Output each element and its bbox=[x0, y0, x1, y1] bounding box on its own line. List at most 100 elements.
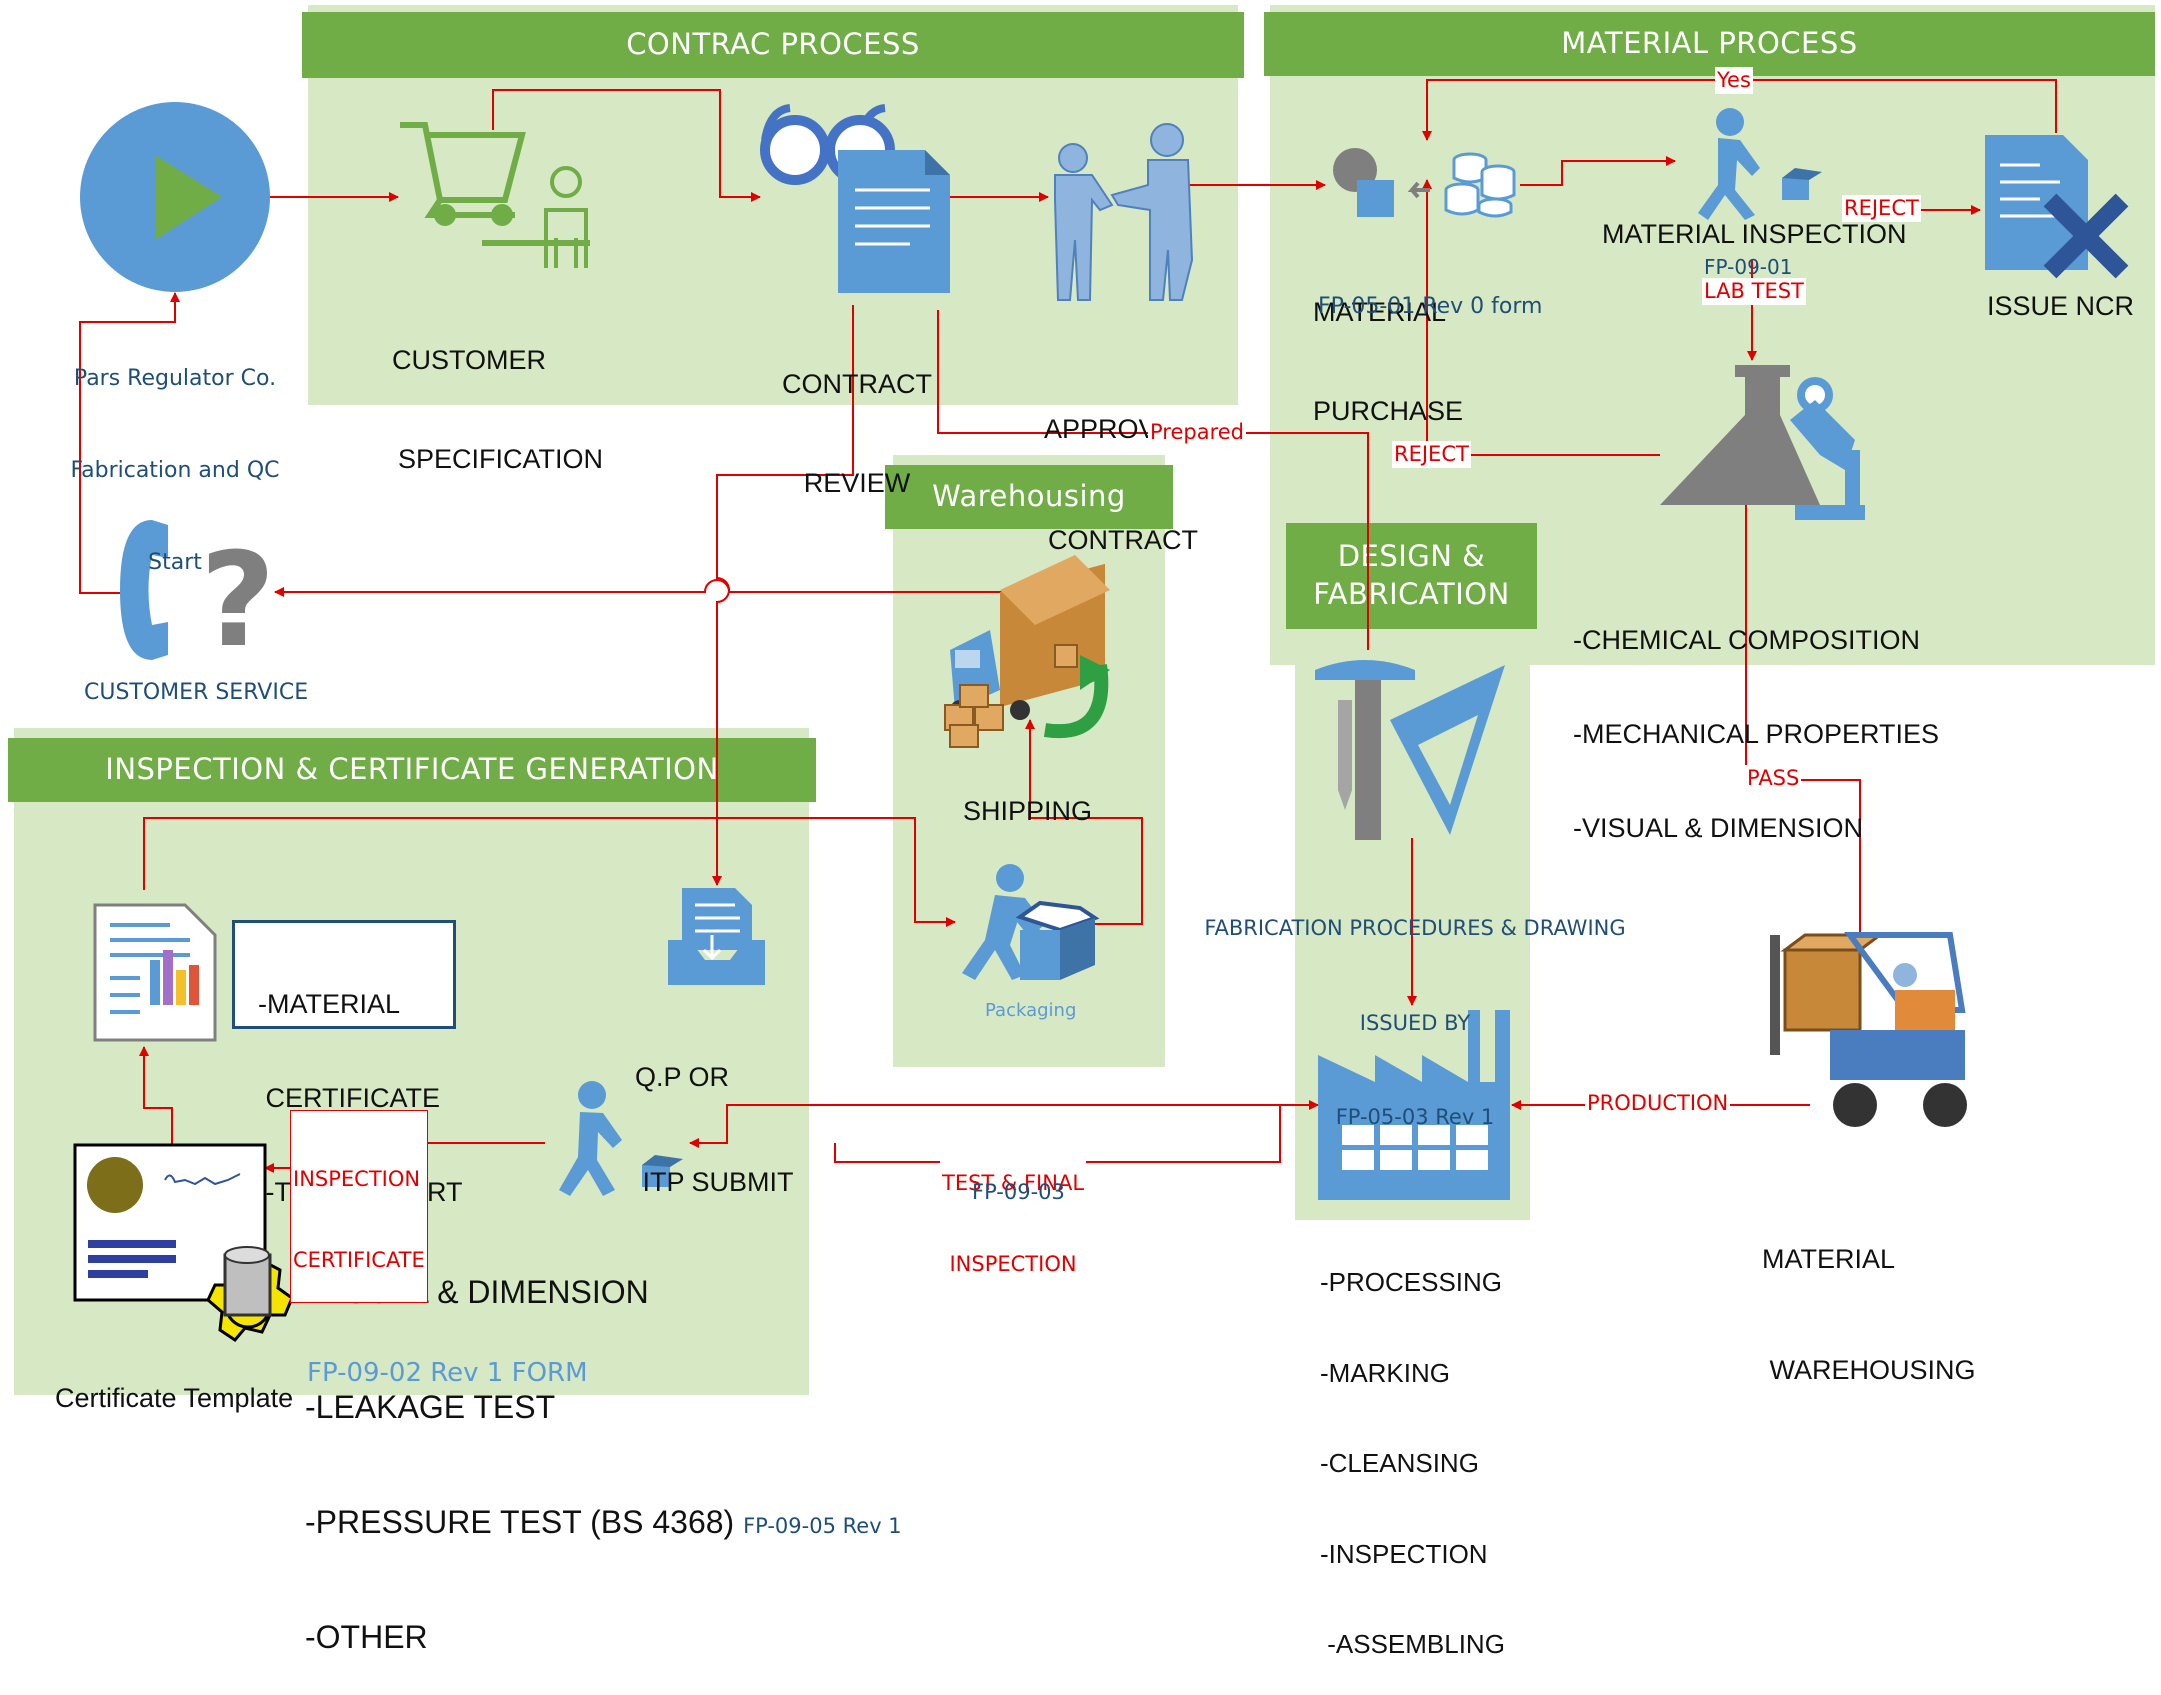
mat-wh-line2: WAREHOUSING bbox=[1762, 1354, 1976, 1385]
fab-proc-line3: FP-05-03 Rev 1 bbox=[1335, 1105, 1495, 1129]
flow-db-to-inspection bbox=[1520, 156, 1676, 186]
material-inspection-form: FP-09-01 bbox=[1704, 255, 1793, 279]
packaging-label: Packaging bbox=[985, 1000, 1077, 1021]
contract-process-header: CONTRAC PROCESS bbox=[302, 12, 1244, 78]
packaging-person-icon[interactable] bbox=[962, 864, 1100, 980]
start-line2: Fabrication and QC bbox=[70, 457, 280, 483]
flow-packaging-to-shipping bbox=[1025, 719, 1143, 925]
question-mark-icon: ? bbox=[200, 524, 275, 676]
flow-service-to-start bbox=[79, 292, 180, 594]
material-inspector-icon bbox=[1698, 108, 1822, 220]
lab-test-chemical: -CHEMICAL COMPOSITION bbox=[1573, 624, 1921, 655]
design-fabrication-header: DESIGN & FABRICATION bbox=[1286, 523, 1537, 629]
label-reject-lab: REJECT bbox=[1392, 441, 1471, 469]
design-header-line2: FABRICATION bbox=[1313, 577, 1510, 611]
processing-item-2: -MARKING bbox=[1320, 1357, 1450, 1388]
shopping-cart-icon bbox=[400, 122, 590, 246]
flow-factory-to-test bbox=[689, 1104, 1316, 1148]
fab-proc-line2: ISSUED BY bbox=[1359, 1010, 1471, 1035]
customer-service-label: CUSTOMER SERVICE bbox=[84, 680, 309, 705]
customer-spec-line2: SPECIFICATION bbox=[398, 443, 604, 474]
start-line3: Start bbox=[148, 550, 202, 576]
processing-list: -PROCESSING -MARKING -CLEANSING -INSPECT… bbox=[1320, 1207, 1505, 1690]
label-yes: Yes bbox=[1715, 67, 1753, 95]
download-tray-icon[interactable] bbox=[668, 888, 765, 985]
customer-person-icon bbox=[544, 166, 588, 268]
delivery-truck-icon bbox=[950, 555, 1110, 739]
forklift-icon[interactable] bbox=[1770, 932, 1967, 1127]
report-document-icon[interactable] bbox=[93, 903, 217, 1042]
approval-contract-label: APPROVAL CONTRACT bbox=[1044, 338, 1198, 595]
lab-tests-list: -CHEMICAL COMPOSITION -MECHANICAL PROPER… bbox=[1573, 562, 1939, 875]
certificate-template-label: Certificate Template bbox=[55, 1383, 294, 1413]
svg-text:?: ? bbox=[200, 524, 275, 676]
start-play-icon[interactable] bbox=[80, 102, 270, 292]
label-test-final: TEST & FINAL INSPECTION bbox=[940, 1115, 1087, 1307]
phone-icon[interactable] bbox=[120, 520, 168, 660]
flow-spec-to-review bbox=[492, 89, 761, 202]
label-inspection-certificate: INSPECTION CERTIFICATE bbox=[290, 1110, 428, 1304]
contract-document-icon[interactable] bbox=[838, 150, 950, 293]
label-pass: PASS bbox=[1745, 765, 1802, 793]
material-warehousing-label: MATERIAL WAREHOUSING bbox=[1762, 1168, 1976, 1425]
material-purchase-line2: PURCHASE bbox=[1313, 395, 1464, 426]
contract-review-line1: CONTRACT bbox=[782, 368, 932, 399]
connector-lines bbox=[79, 79, 2057, 1173]
flow-lab-pass bbox=[1745, 500, 1865, 951]
label-reject-ncr: REJECT bbox=[1842, 195, 1921, 223]
label-lab-test: LAB TEST bbox=[1702, 278, 1806, 306]
material-certificate-box bbox=[232, 920, 456, 1029]
design-tools-icon[interactable] bbox=[1315, 660, 1505, 840]
gear-icon bbox=[206, 1246, 294, 1342]
lab-test-visual: -VISUAL & DIMENSION bbox=[1573, 812, 1864, 843]
handshake-icon bbox=[1054, 123, 1194, 301]
material-inspection-label: MATERIAL INSPECTION bbox=[1602, 219, 1907, 249]
processing-item-4: -INSPECTION bbox=[1320, 1538, 1488, 1569]
insp-cert-line1: INSPECTION bbox=[293, 1166, 421, 1191]
material-purchase-form: FP-05-01 Rev 0 form bbox=[1318, 294, 1543, 319]
label-production: PRODUCTION bbox=[1585, 1090, 1731, 1118]
insp-cert-line2: CERTIFICATE bbox=[293, 1248, 425, 1273]
label-prepared: Prepared bbox=[1148, 419, 1247, 447]
ncr-document-icon[interactable] bbox=[1985, 135, 2088, 270]
processing-item-1: -PROCESSING bbox=[1320, 1267, 1503, 1298]
inspection-header: INSPECTION & CERTIFICATE GENERATION bbox=[8, 738, 816, 802]
microscope-icon bbox=[1790, 377, 1865, 520]
material-purchase-line1: MATERIAL bbox=[1313, 296, 1447, 327]
lab-flask-icon[interactable] bbox=[1660, 365, 1820, 505]
customer-spec-line1: CUSTOMER bbox=[392, 344, 547, 375]
contract-review-line2: REVIEW bbox=[803, 467, 911, 498]
stacked-boxes-icon bbox=[944, 684, 1004, 748]
shipping-label: SHIPPING bbox=[963, 796, 1093, 826]
qp-line1: Q.P OR bbox=[635, 1062, 730, 1093]
processing-item-3: -CLEANSING bbox=[1320, 1448, 1479, 1479]
fab-proc-line1: FABRICATION PROCEDURES & DRAWING bbox=[1204, 916, 1626, 940]
test-pressure: -PRESSURE TEST (BS 4368) FP-09-05 Rev 1 bbox=[305, 1503, 902, 1541]
material-purchase-label: MATERIAL PURCHASE bbox=[1313, 230, 1463, 461]
issue-ncr-label: ISSUE NCR bbox=[1987, 291, 2135, 321]
fabrication-procedures-label: FABRICATION PROCEDURES & DRAWING ISSUED … bbox=[1180, 850, 1650, 1165]
back-arrow-icon bbox=[1407, 181, 1430, 199]
customer-spec-label: CUSTOMER SPECIFICATION bbox=[392, 278, 603, 509]
material-process-header: MATERIAL PROCESS bbox=[1264, 12, 2155, 76]
material-shapes-icon bbox=[1333, 148, 1394, 217]
warehousing-header: Warehousing bbox=[885, 465, 1173, 529]
design-header-line1: DESIGN & bbox=[1337, 539, 1486, 574]
test-pressure-text: -PRESSURE TEST (BS 4368) bbox=[305, 1504, 735, 1541]
test-final-line2: INSPECTION bbox=[949, 1252, 1077, 1277]
flow-test-to-factory bbox=[834, 1100, 1319, 1163]
processing-item-5: -ASSEMBLING bbox=[1320, 1629, 1505, 1660]
cert-line2: CERTIFICATE bbox=[258, 1082, 441, 1113]
factory-icon[interactable] bbox=[1318, 1010, 1510, 1200]
test-leakage: -LEAKAGE TEST bbox=[305, 1388, 556, 1425]
qp-itp-label: Q.P OR ITP SUBMIT bbox=[635, 990, 794, 1236]
flow-report-to-packaging bbox=[143, 817, 956, 927]
start-line1: Pars Regulator Co. bbox=[73, 365, 277, 391]
database-icon bbox=[1444, 152, 1516, 218]
approval-line2: CONTRACT bbox=[1048, 524, 1198, 555]
lab-test-mechanical: -MECHANICAL PROPERTIES bbox=[1573, 718, 1940, 749]
contract-review-label: CONTRACT REVIEW bbox=[782, 302, 932, 533]
cert-line1: -MATERIAL bbox=[258, 988, 401, 1019]
tests-form: FP-09-02 Rev 1 FORM bbox=[307, 1358, 588, 1388]
test-other: -OTHER bbox=[305, 1619, 428, 1656]
